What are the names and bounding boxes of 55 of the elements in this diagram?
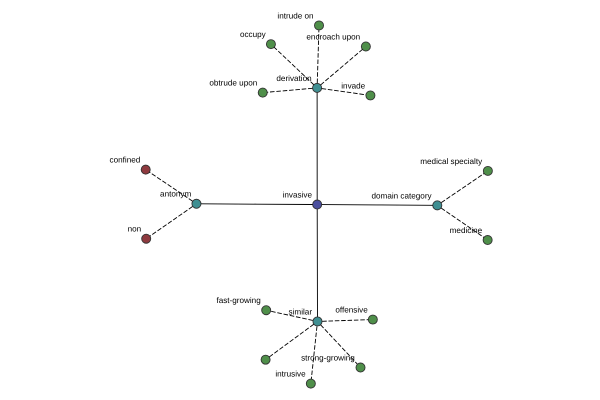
node-circle xyxy=(482,166,492,176)
connector xyxy=(310,326,317,380)
connector xyxy=(200,203,313,205)
connector xyxy=(266,88,312,93)
node-circle xyxy=(190,198,201,209)
connector xyxy=(321,319,368,322)
connector xyxy=(320,204,433,206)
node-label: similar xyxy=(288,307,312,316)
node-circle xyxy=(312,82,322,93)
connector xyxy=(440,173,484,204)
node-circle xyxy=(314,20,324,30)
node-label: non xyxy=(127,224,141,234)
node-circle xyxy=(140,164,150,175)
connector xyxy=(270,310,313,321)
connector xyxy=(316,92,318,200)
connector xyxy=(273,46,314,86)
node-label: medicine xyxy=(449,226,482,235)
node-label: confined xyxy=(109,156,140,165)
node-label: domain category xyxy=(371,191,432,200)
node-circle xyxy=(265,39,276,50)
node-label: encroach upon xyxy=(306,32,360,42)
node-circle xyxy=(312,316,322,326)
node-label: obtrude upon xyxy=(208,78,257,88)
node-circle xyxy=(367,314,378,325)
connector xyxy=(320,88,366,96)
connector xyxy=(268,324,314,358)
connector xyxy=(440,208,484,238)
node-label: derivation xyxy=(276,74,312,83)
connector xyxy=(148,172,192,202)
node-label: offensive xyxy=(334,305,368,314)
node-circle xyxy=(355,362,365,372)
connector xyxy=(320,324,358,364)
node-circle xyxy=(140,234,151,244)
node-circle xyxy=(257,88,268,98)
node-circle xyxy=(260,305,271,316)
connector xyxy=(316,208,318,318)
node-label: intrude on xyxy=(276,11,314,20)
node-label: invade xyxy=(340,81,365,90)
node-label: medical specialty xyxy=(420,156,482,166)
node-label: antonym xyxy=(160,190,191,199)
node-circle xyxy=(312,200,322,210)
node-label: occupy xyxy=(239,30,266,40)
node-label: intrusive xyxy=(274,370,306,379)
node-circle xyxy=(360,42,370,52)
node-circle xyxy=(260,354,270,365)
node-circle xyxy=(432,200,442,210)
node-circle xyxy=(482,235,492,245)
node-label: strong-growing xyxy=(300,353,354,362)
connector xyxy=(320,49,362,86)
node-circle xyxy=(305,378,316,389)
connector xyxy=(149,206,192,237)
node-label: fast-growing xyxy=(216,296,260,306)
node-label: invasive xyxy=(282,190,312,200)
node-circle xyxy=(364,90,375,100)
connector xyxy=(316,30,319,84)
